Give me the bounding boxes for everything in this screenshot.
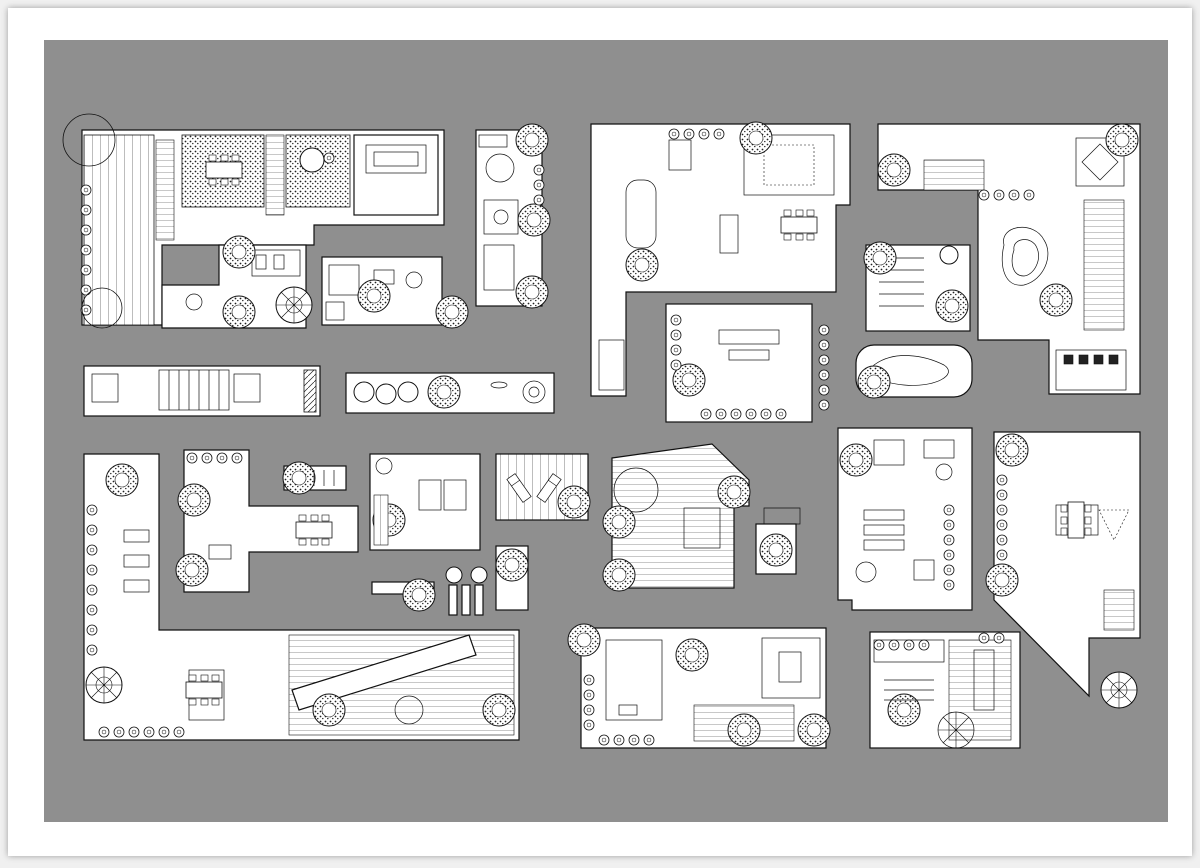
tree-box-plan (495, 545, 529, 611)
entrance-strip-plan (83, 365, 321, 417)
bench-planter-plan (282, 461, 347, 495)
pond-garden-plan (855, 344, 973, 399)
l-shaped-rooftop-garden-plan (62, 113, 445, 329)
pool-terrace-plan (877, 123, 1141, 395)
front-garden-plan (567, 623, 831, 749)
drawing-sheet (8, 8, 1192, 856)
backyard-l-plan (83, 453, 520, 741)
narrow-courtyard-plan (475, 123, 551, 309)
central-lawn-plan (665, 303, 830, 423)
villa-driveway-plan (590, 121, 851, 397)
stepping-stone-strip-plan (345, 372, 555, 414)
pergola-garden-plan (869, 631, 1021, 749)
angled-terrace-plan (985, 431, 1141, 709)
cad-drawing-area (44, 40, 1168, 822)
patio-lawn-plan (837, 427, 973, 611)
deck-loungers-plan (495, 453, 591, 521)
sunken-courtyard-plan (161, 235, 313, 329)
living-block-plan (369, 453, 481, 551)
deck-terrace-plan (602, 443, 801, 592)
planter-row-plan (371, 566, 488, 616)
t-shaped-terrace-plan (175, 449, 359, 593)
landscape-plans-canvas (62, 113, 1141, 749)
living-room-terrace-plan (321, 256, 469, 329)
paved-court-plan (863, 241, 971, 332)
